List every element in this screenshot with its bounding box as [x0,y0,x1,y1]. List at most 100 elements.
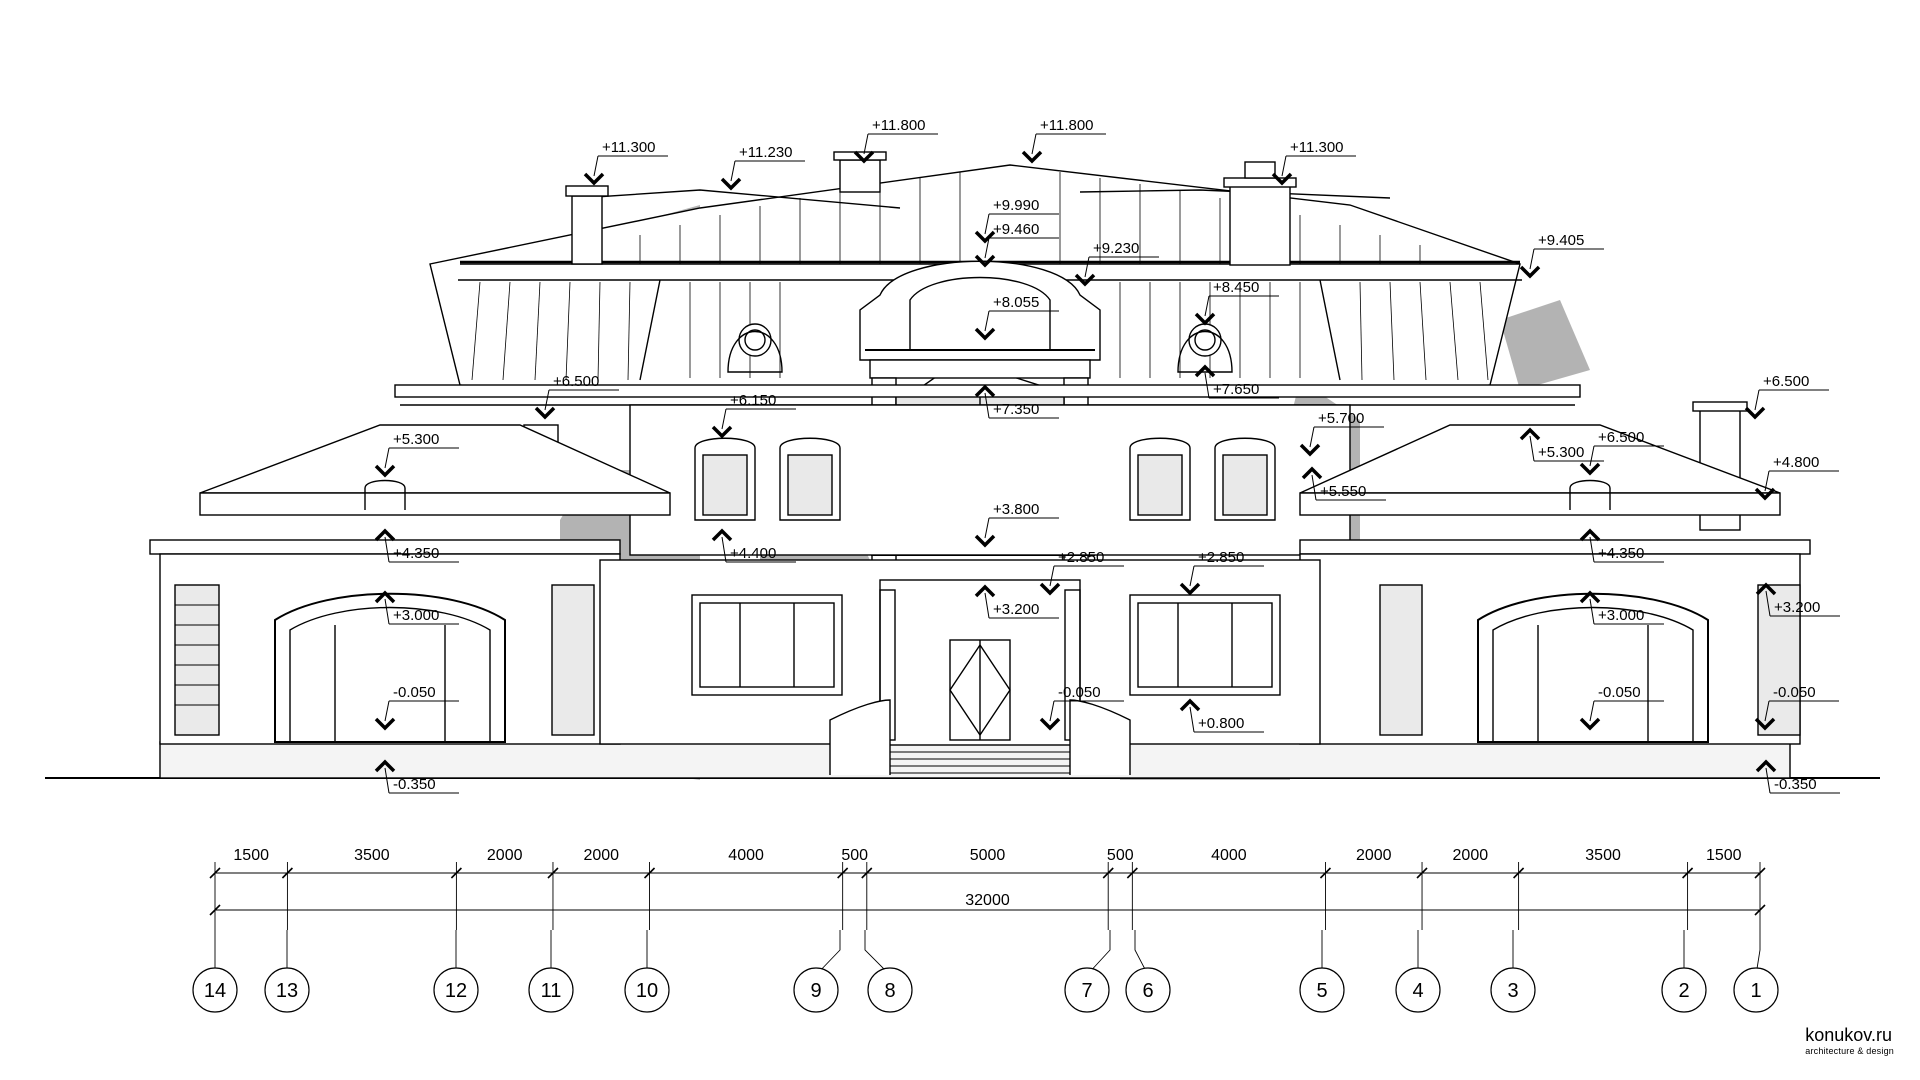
level-label: +8.450 [1213,279,1259,296]
level-label: +9.460 [993,221,1039,238]
level-label: +3.200 [1774,599,1820,616]
level-label: +0.800 [1198,715,1244,732]
level-mark: +8.055 [974,294,1059,340]
level-mark: +0.800 [1179,699,1264,733]
level-label: +6.500 [1763,373,1809,390]
level-label: +5.550 [1320,483,1366,500]
level-label: +3.800 [993,501,1039,518]
level-mark: -0.350 [1755,760,1840,794]
grid-axis: 11 [528,930,574,1013]
level-mark: +6.500 [534,373,619,419]
grid-axis: 8 [864,930,913,1013]
brand-name: konukov.ru [1805,1025,1892,1045]
level-label: +11.800 [1040,117,1094,134]
level-label: +7.650 [1213,381,1259,398]
axis-bubble [1395,967,1441,1013]
axis-bubble [1490,967,1536,1013]
level-mark: +11.800 [853,117,938,163]
axis-bubble [1661,967,1707,1013]
level-mark: +4.350 [1579,529,1664,563]
level-mark: +11.800 [1021,117,1106,163]
axis-label: 12 [445,980,467,1002]
dimension-segment-label: 2000 [1453,847,1489,864]
level-label: +6.500 [553,373,599,390]
grid-axis: 10 [624,930,670,1013]
level-label: -0.350 [1774,776,1817,793]
grid-axis: 1 [1733,930,1779,1013]
level-label: +9.990 [993,197,1039,214]
dimension-segment-label: 1500 [233,847,269,864]
level-label: -0.050 [1773,684,1816,701]
level-mark: +5.300 [374,431,459,477]
grid-axis: 7 [1064,930,1111,1013]
brand-watermark: konukov.ru architecture & design [1805,1025,1894,1056]
axis-bubble [624,967,670,1013]
axis-label: 13 [276,980,298,1002]
level-label: +8.055 [993,294,1039,311]
axis-label: 6 [1142,980,1153,1002]
level-label: +9.230 [1093,240,1139,257]
level-mark: +7.650 [1194,365,1279,399]
level-label: +11.230 [739,144,793,161]
level-mark: +3.200 [1755,583,1840,617]
axis-bubble [1125,967,1171,1013]
dimension-lines [215,872,1760,911]
axis-label: 1 [1750,980,1761,1002]
grid-axis: 12 [433,930,479,1013]
level-label: +3.000 [1598,607,1644,624]
grid-axis: 14 [192,930,238,1013]
axis-label: 2 [1678,980,1689,1002]
level-mark: +11.300 [583,139,668,185]
level-marks: +11.300+11.230+11.800+11.800+11.300+9.99… [374,117,1840,794]
level-mark: +4.350 [374,529,459,563]
dimension-segment-label: 2000 [1356,847,1392,864]
level-mark: +6.150 [711,392,796,438]
level-mark: +5.300 [1519,428,1604,462]
axis-label: 4 [1412,980,1423,1002]
level-label: +3.200 [993,601,1039,618]
level-mark: +3.200 [974,585,1059,619]
level-mark: +6.500 [1744,373,1829,419]
level-label: -0.350 [393,776,436,793]
dimension-segment-label: 3500 [354,847,390,864]
level-mark: +4.400 [711,529,796,563]
building-elevation [45,151,1880,779]
level-mark: -0.050 [1039,684,1124,730]
level-label: +5.300 [393,431,439,448]
level-label: +4.800 [1773,454,1819,471]
axis-bubble [1733,967,1779,1013]
level-mark: +4.800 [1754,454,1839,500]
level-mark: +5.700 [1299,410,1384,456]
dimension-segment-label: 4000 [728,847,764,864]
level-mark: +7.350 [974,385,1059,419]
level-mark: +9.990 [974,197,1059,243]
axis-label: 7 [1081,980,1092,1002]
level-label: +5.300 [1538,444,1584,461]
level-mark: +9.460 [974,221,1059,267]
level-label: +4.400 [730,545,776,562]
level-label: +2.850 [1058,549,1104,566]
dimension-segment-label: 500 [841,847,868,864]
level-label: -0.050 [1058,684,1101,701]
level-label: +6.500 [1598,429,1644,446]
level-mark: -0.350 [374,760,459,794]
level-mark: +9.230 [1074,240,1159,286]
axis-label: 8 [884,980,895,1002]
grid-axis: 3 [1490,930,1536,1013]
dimension-segment-label: 5000 [970,847,1006,864]
dimension-total-label: 32000 [965,892,1010,909]
dimension-segment-label: 4000 [1211,847,1247,864]
level-label: +11.800 [872,117,926,134]
level-mark: -0.050 [1579,684,1664,730]
grid-axis: 6 [1125,930,1171,1013]
level-mark: +11.230 [720,144,805,190]
axis-bubble [1064,967,1110,1013]
axis-bubble [1299,967,1345,1013]
level-label: +11.300 [602,139,656,156]
grid-axis: 9 [793,930,841,1013]
axis-bubble [433,967,479,1013]
axis-label: 10 [636,980,658,1002]
